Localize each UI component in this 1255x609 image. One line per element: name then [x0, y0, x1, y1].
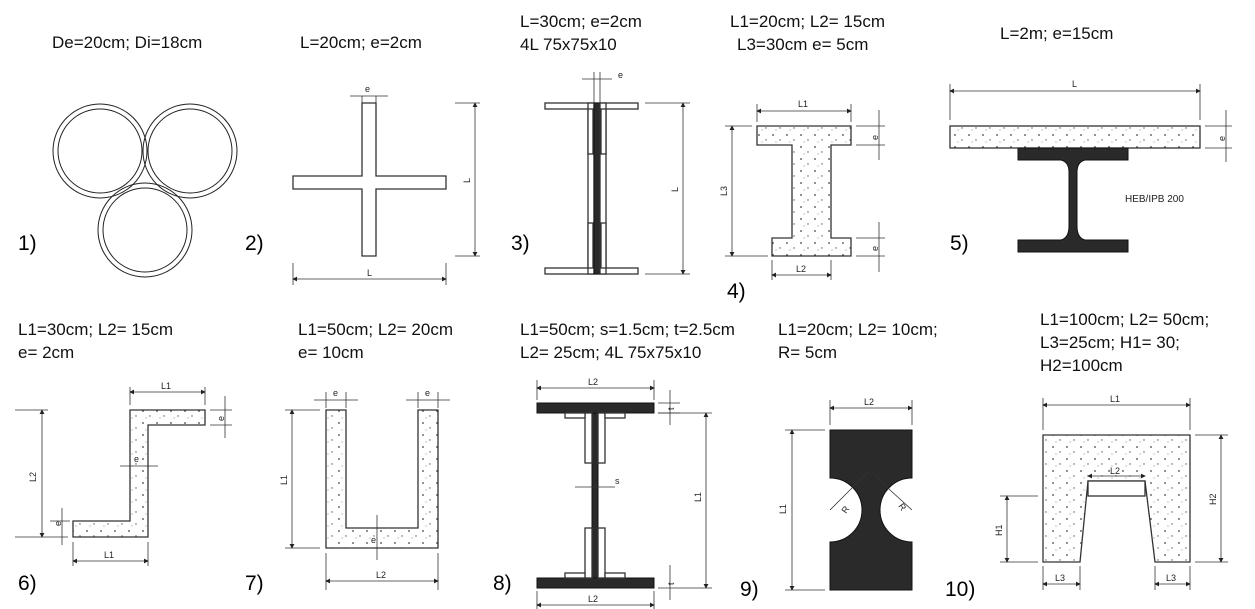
fig4-dim-L1: L1: [798, 99, 808, 109]
fig10-dim-L3-left: L3: [1055, 573, 1065, 583]
figure-4-spec-line-1: L1=20cm; L2= 15cm: [730, 12, 885, 31]
fig9-dim-R-left: R: [839, 504, 851, 515]
fig8-dim-t-top: t: [666, 407, 676, 410]
figure-1-spec-line-1: De=20cm; Di=18cm: [52, 33, 202, 52]
fig7-dim-e-bottom: e: [371, 535, 376, 545]
concrete-slab: [949, 125, 1201, 149]
figure-3-spec-line-1: L=30cm; e=2cm: [520, 12, 642, 31]
fig10-dim-L2: L2: [1110, 466, 1120, 476]
figure-6-spec-line-2: e= 2cm: [18, 343, 74, 362]
figure-4-number: 4): [727, 280, 746, 303]
figure-8-spec-line-2: L2= 25cm; 4L 75x75x10: [520, 343, 701, 362]
notched-plate-section: [829, 429, 913, 591]
fig8-dim-L2-top: L2: [588, 377, 598, 387]
fig6-dim-L1-top: L1: [161, 381, 171, 391]
figure-1-number: 1): [18, 232, 37, 255]
fig3-dim-e: e: [618, 70, 623, 80]
fig3-dim-L: L: [670, 187, 680, 192]
fig5-dim-e: e: [1217, 136, 1227, 141]
fig4-dim-L2: L2: [796, 264, 806, 274]
concrete-i-section: [756, 125, 852, 257]
figure-9-spec-line-2: R= 5cm: [778, 343, 837, 362]
heb-steel-beam: [1017, 147, 1129, 253]
fig7-dim-e-right: e: [425, 388, 430, 398]
fig8-dim-L1: L1: [693, 492, 703, 502]
figure-6-spec-line-1: L1=30cm; L2= 15cm: [18, 320, 173, 339]
figure-10: L1=100cm; L2= 50cm; L3=25cm; H1= 30; H2=…: [945, 310, 1228, 601]
figure-6-number: 6): [18, 572, 37, 595]
figure-5-number: 5): [950, 232, 969, 255]
figure-4: L1=20cm; L2= 15cm L3=30cm e= 5cm L1 L3 e…: [719, 12, 885, 303]
figure-10-spec-line-1: L1=100cm; L2= 50cm;: [1040, 310, 1209, 329]
cross-section: [292, 102, 447, 257]
z-section: [72, 409, 206, 538]
figure-9-spec-line-1: L1=20cm; L2= 10cm;: [778, 320, 938, 339]
figure-6: L1=30cm; L2= 15cm e= 2cm L1 e e L2 e L1 …: [15, 320, 232, 595]
fig5-dim-L: L: [1072, 79, 1077, 89]
three-tubes-section: [52, 103, 238, 278]
fig6-dim-L1-bottom: L1: [104, 550, 114, 560]
figure-8-number: 8): [493, 572, 512, 595]
figure-3-number: 3): [511, 232, 530, 255]
portal-concrete-section: [1042, 434, 1191, 563]
figure-2: L=20cm; e=2cm e L L 2): [245, 33, 480, 285]
fig10-dim-H1: H1: [994, 524, 1004, 536]
fig6-dim-e-left: e: [53, 521, 63, 526]
figure-8: L1=50cm; s=1.5cm; t=2.5cm L2= 25cm; 4L 7…: [493, 320, 735, 609]
fig7-dim-L1: L1: [279, 475, 289, 485]
portal-inner-slab: [1087, 480, 1146, 497]
four-angles-plate-section: [544, 102, 639, 275]
built-up-i-section: [536, 402, 655, 589]
fig2-dim-L-horizontal: L: [367, 268, 372, 278]
fig4-dim-L3: L3: [719, 186, 729, 196]
fig6-dim-e-web: e: [134, 454, 139, 464]
figure-5-spec-line-1: L=2m; e=15cm: [1000, 24, 1113, 43]
fig2-dim-e: e: [365, 84, 370, 94]
figure-1: De=20cm; Di=18cm 1): [18, 33, 238, 278]
fig7-dim-L2: L2: [376, 570, 386, 580]
fig7-dim-e-left: e: [333, 388, 338, 398]
fig9-dim-R-right: R: [896, 501, 908, 512]
fig2-dim-L-vertical: L: [462, 178, 472, 183]
figure-8-spec-line-1: L1=50cm; s=1.5cm; t=2.5cm: [520, 320, 735, 339]
fig8-dim-s: s: [615, 476, 620, 486]
fig10-dim-L3-right: L3: [1166, 573, 1176, 583]
fig8-dim-t-bottom: t: [666, 582, 676, 585]
figure-7: L1=50cm; L2= 20cm e= 10cm e e e L1 L2 7): [245, 320, 453, 595]
fig4-dim-e-bottom: e: [870, 246, 880, 251]
figure-10-spec-line-2: L3=25cm; H1= 30;: [1040, 333, 1180, 352]
fig10-dim-H2: H2: [1208, 493, 1218, 505]
figure-5: L=2m; e=15cm L e HEB/IPB 200 5): [949, 24, 1232, 255]
fig9-dim-L1: L1: [778, 504, 788, 514]
figure-9-number: 9): [740, 578, 759, 601]
fig6-dim-L2: L2: [28, 472, 38, 482]
fig5-profile-label: HEB/IPB 200: [1125, 194, 1184, 205]
figure-2-number: 2): [245, 232, 264, 255]
figure-10-spec-line-3: H2=100cm: [1040, 356, 1123, 375]
u-section: [325, 409, 439, 549]
fig4-dim-e-top: e: [870, 135, 880, 140]
figure-7-spec-line-2: e= 10cm: [298, 343, 364, 362]
figure-7-number: 7): [245, 572, 264, 595]
figure-10-number: 10): [945, 578, 975, 601]
figure-3-spec-line-2: 4L 75x75x10: [520, 35, 617, 54]
figure-7-spec-line-1: L1=50cm; L2= 20cm: [298, 320, 453, 339]
figure-4-spec-line-2: L3=30cm e= 5cm: [737, 35, 868, 54]
figure-2-spec-line-1: L=20cm; e=2cm: [300, 33, 422, 52]
fig9-dim-L2: L2: [864, 397, 874, 407]
figure-9: L1=20cm; L2= 10cm; R= 5cm L2 L1 R R 9): [740, 320, 938, 601]
fig8-dim-L2-bottom: L2: [588, 594, 598, 604]
fig6-dim-e-right: e: [216, 416, 226, 421]
figure-3: L=30cm; e=2cm 4L 75x75x10 e L 3): [511, 12, 690, 275]
fig10-dim-L1: L1: [1110, 394, 1120, 404]
